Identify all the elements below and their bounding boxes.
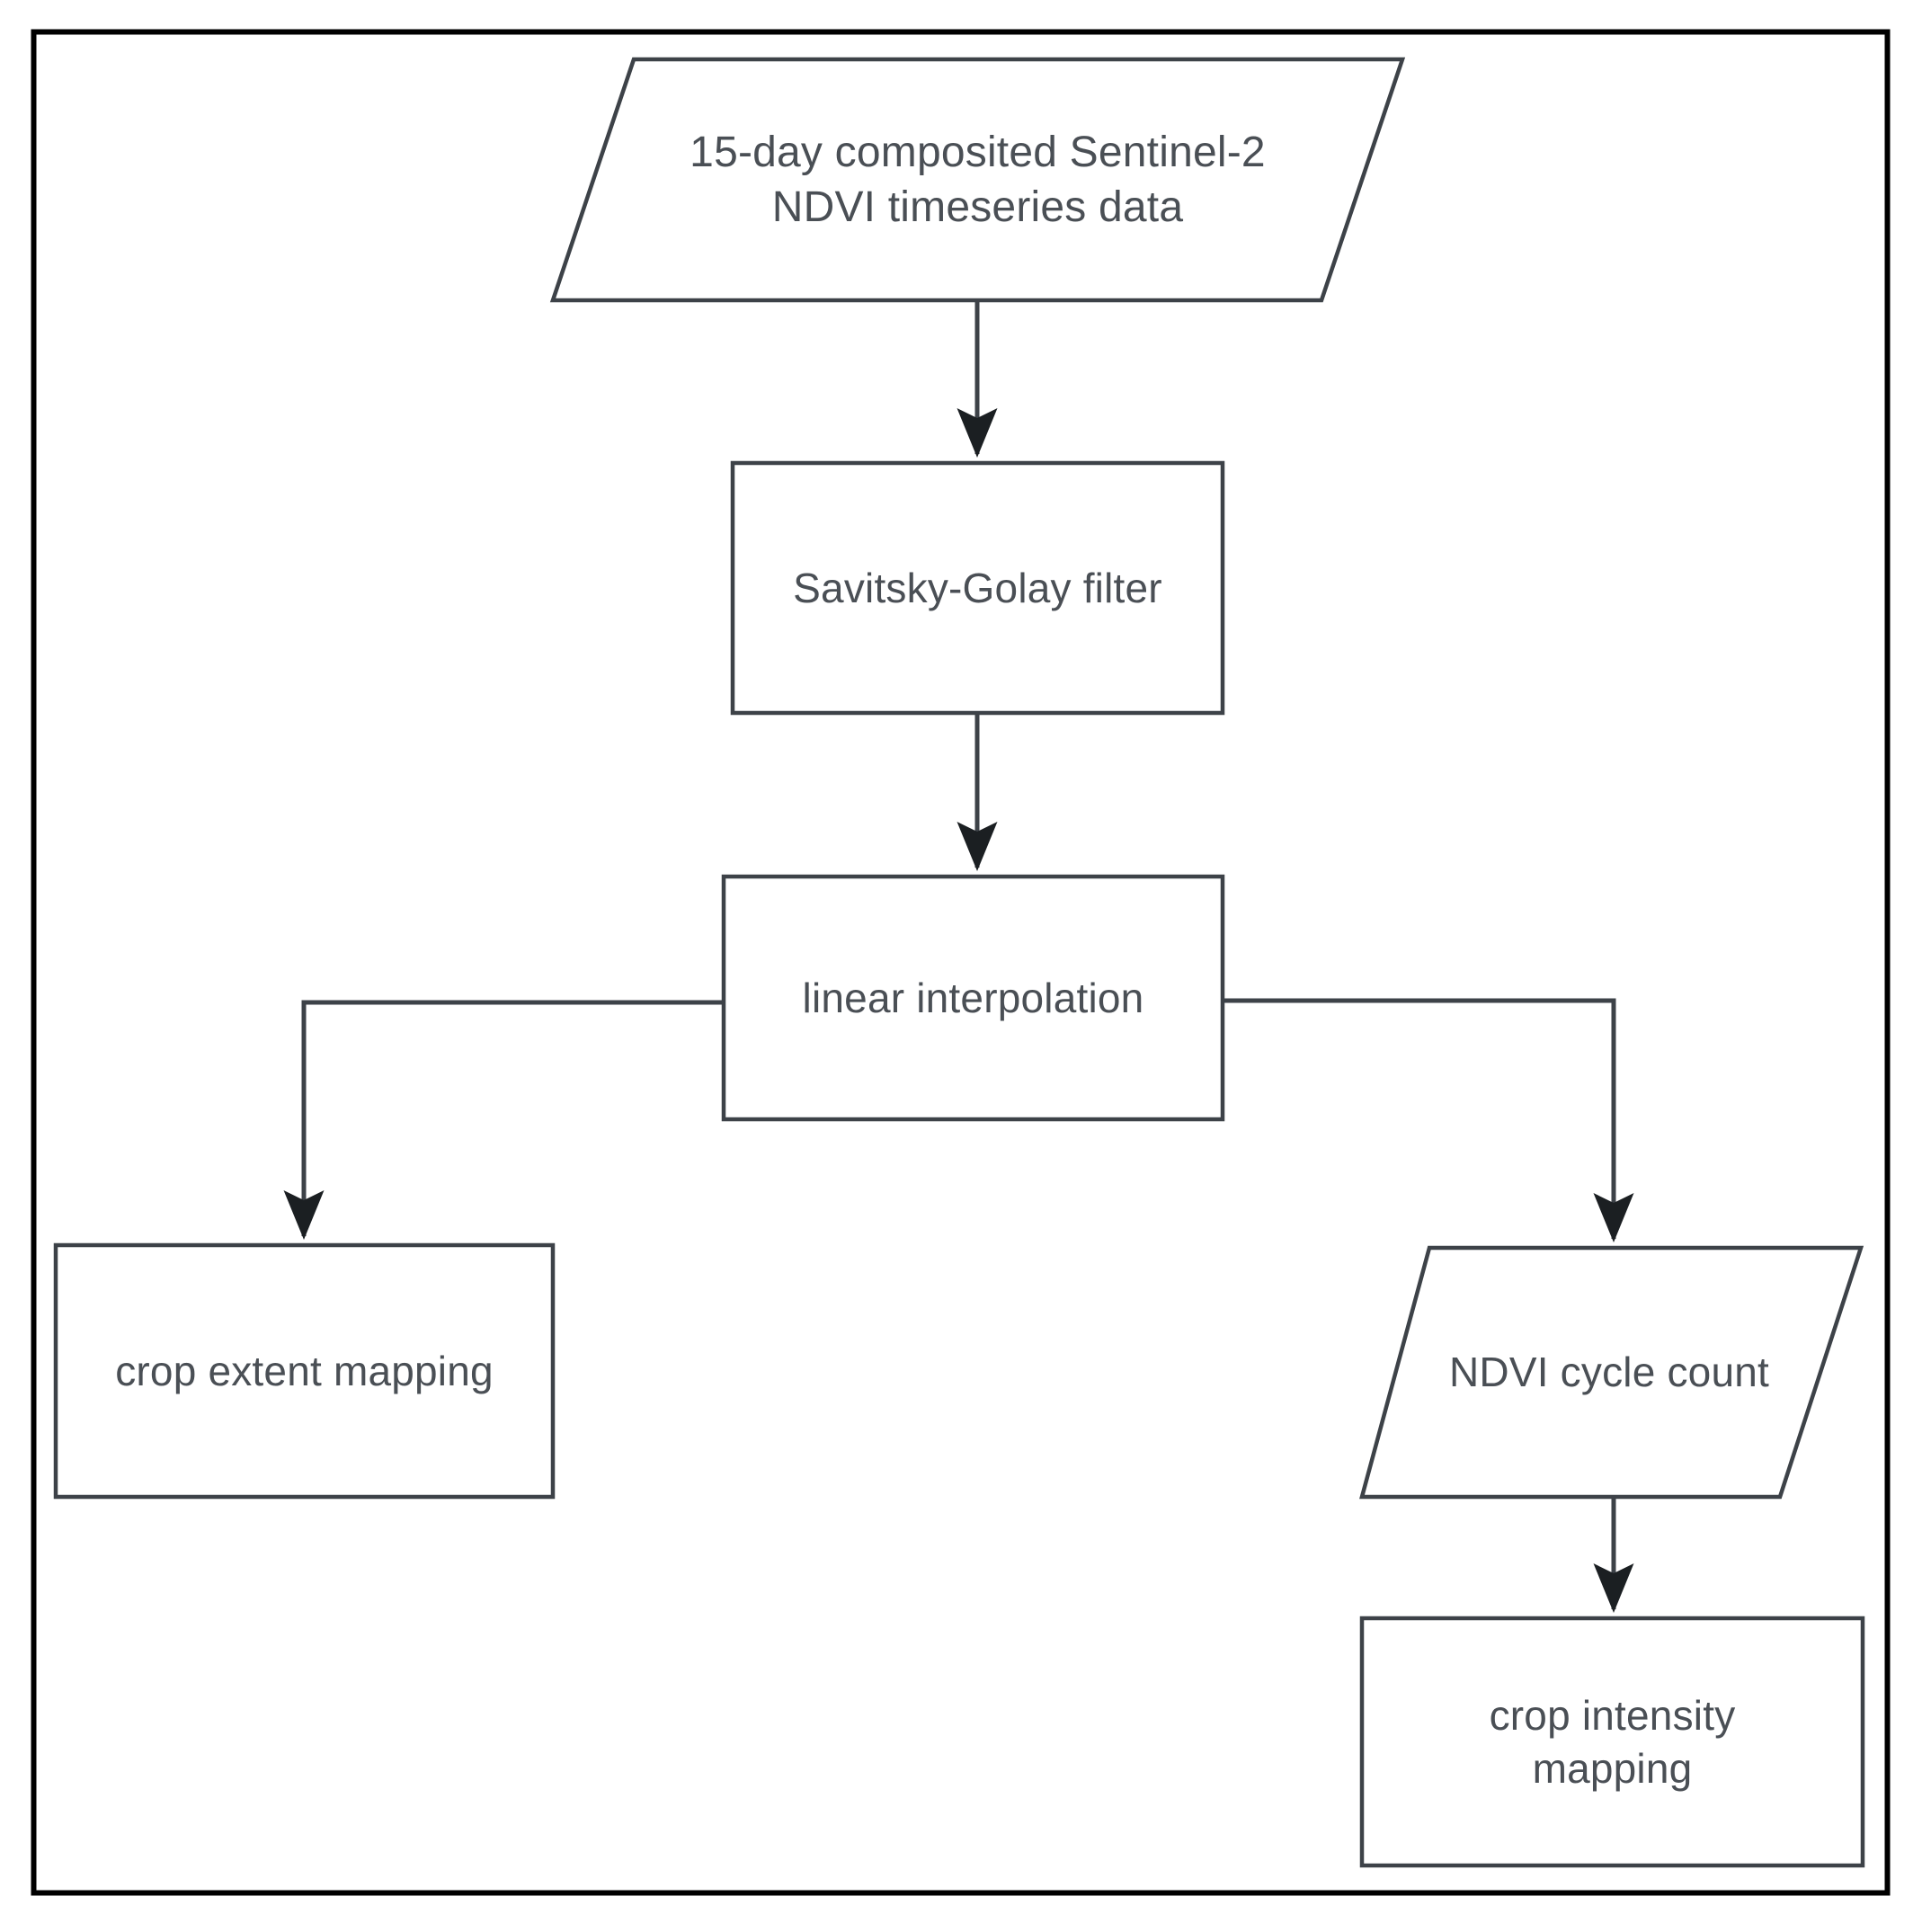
figure-border	[31, 29, 1891, 1896]
node-linear-interpolation-shape[interactable]	[721, 874, 1225, 1122]
node-crop-intensity-mapping-shape[interactable]	[1359, 1616, 1865, 1868]
node-savitsky-golay-filter-shape[interactable]	[730, 460, 1225, 716]
edge-interp-to-extent	[283, 1000, 724, 1241]
node-input-ndvi-timeseries-shape[interactable]	[549, 57, 1406, 303]
node-ndvi-cycle-count-shape[interactable]	[1359, 1245, 1864, 1500]
node-crop-extent-mapping-shape[interactable]	[53, 1242, 556, 1500]
edge-interp-to-cycle	[1223, 998, 1634, 1243]
